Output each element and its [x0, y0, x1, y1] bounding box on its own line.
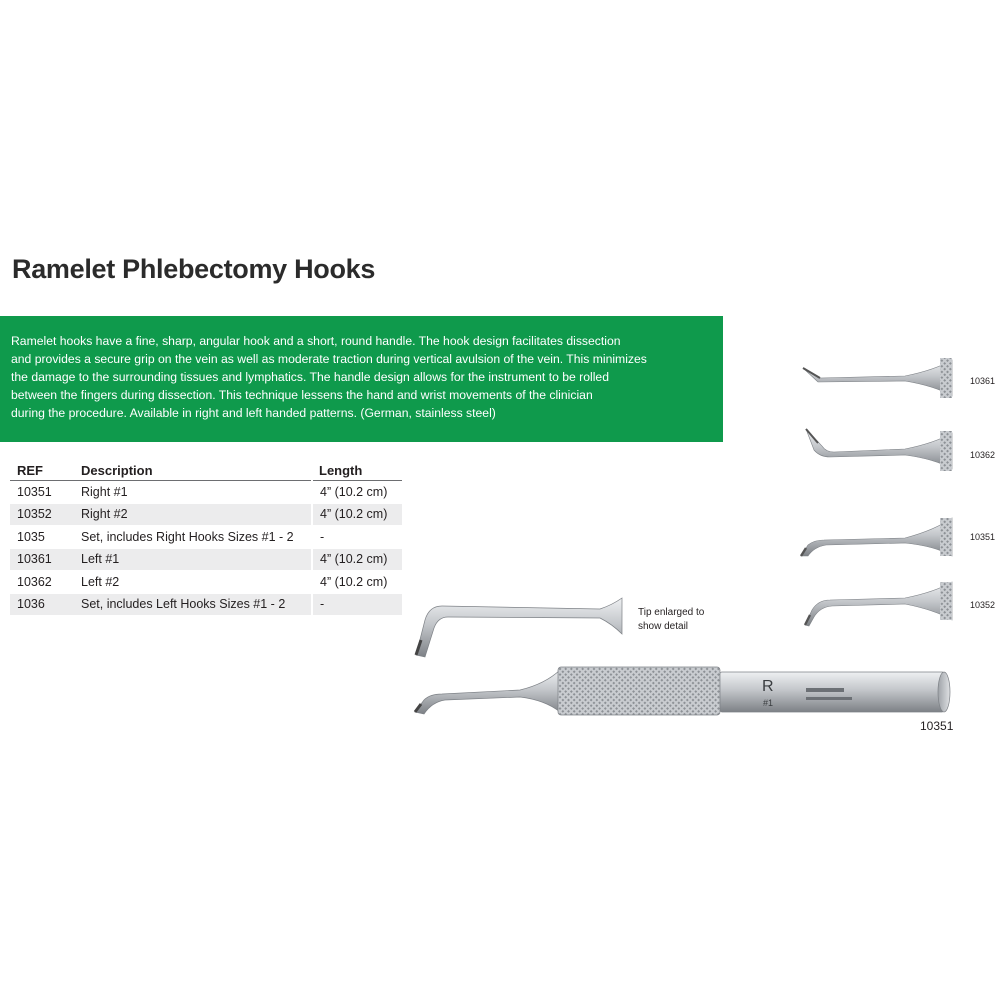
- label-10352: 10352: [970, 600, 996, 610]
- cell-description: Right #2: [74, 503, 313, 526]
- cell-description: Set, includes Left Hooks Sizes #1 - 2: [74, 593, 313, 616]
- table-row: 1035 Set, includes Right Hooks Sizes #1 …: [10, 525, 402, 549]
- cell-length: -: [312, 525, 402, 549]
- header-ref: REF: [10, 460, 74, 481]
- cell-length: 4” (10.2 cm): [312, 570, 402, 594]
- tip-caption-line: show detail: [638, 621, 689, 632]
- description-line: between the fingers during dissection. T…: [11, 388, 593, 402]
- table-row: 10362 Left #2 4” (10.2 cm): [10, 570, 402, 594]
- cell-ref: 10362: [10, 570, 74, 594]
- description-line: and provides a secure grip on the vein a…: [11, 352, 647, 366]
- cell-description: Left #2: [74, 570, 313, 594]
- cell-ref: 10352: [10, 503, 74, 526]
- description-text: Ramelet hooks have a fine, sharp, angula…: [11, 332, 711, 422]
- table-row: 10352 Right #2 4” (10.2 cm): [10, 503, 402, 526]
- table-row: 1036 Set, includes Left Hooks Sizes #1 -…: [10, 593, 402, 616]
- handle-side-letter: R: [762, 678, 774, 695]
- hook-10352-image: [803, 581, 953, 627]
- label-10351-main: 10351: [920, 719, 954, 733]
- description-line: during the procedure. Available in right…: [11, 406, 496, 420]
- cell-description: Left #1: [74, 548, 313, 571]
- label-10362: 10362: [970, 450, 996, 460]
- cell-description: Set, includes Right Hooks Sizes #1 - 2: [74, 525, 313, 549]
- cell-ref: 1036: [10, 593, 74, 616]
- header-length: Length: [312, 460, 402, 481]
- table-row: 10361 Left #1 4” (10.2 cm): [10, 548, 402, 571]
- tip-caption: Tip enlarged to show detail: [638, 606, 704, 634]
- cell-length: -: [312, 593, 402, 616]
- description-line: Ramelet hooks have a fine, sharp, angula…: [11, 334, 621, 348]
- tip-caption-line: Tip enlarged to: [638, 607, 705, 618]
- page-title: Ramelet Phlebectomy Hooks: [12, 254, 376, 284]
- label-10351-small: 10351: [970, 532, 996, 542]
- handle-side-number: #1: [763, 698, 773, 708]
- description-line: the damage to the surrounding tissues an…: [11, 370, 609, 384]
- hook-10361-image: [802, 358, 953, 398]
- cell-description: Right #1: [74, 480, 313, 504]
- cell-length: 4” (10.2 cm): [312, 480, 402, 504]
- cell-ref: 10351: [10, 480, 74, 504]
- hook-10351-main-image: R #1: [413, 666, 951, 716]
- hook-10351-small-image: [799, 517, 953, 557]
- description-panel: Ramelet hooks have a fine, sharp, angula…: [0, 316, 723, 442]
- product-table: REF Description Length 10351 Right #1 4”…: [10, 460, 402, 616]
- cell-length: 4” (10.2 cm): [312, 503, 402, 526]
- cell-ref: 1035: [10, 525, 74, 549]
- cell-length: 4” (10.2 cm): [312, 548, 402, 571]
- label-10361: 10361: [970, 376, 996, 386]
- cell-ref: 10361: [10, 548, 74, 571]
- hook-10362-image: [805, 428, 953, 471]
- table-row: 10351 Right #1 4” (10.2 cm): [10, 480, 402, 504]
- table-header-row: REF Description Length: [10, 460, 402, 481]
- enlarged-tip-image: [414, 597, 623, 658]
- header-description: Description: [74, 460, 312, 481]
